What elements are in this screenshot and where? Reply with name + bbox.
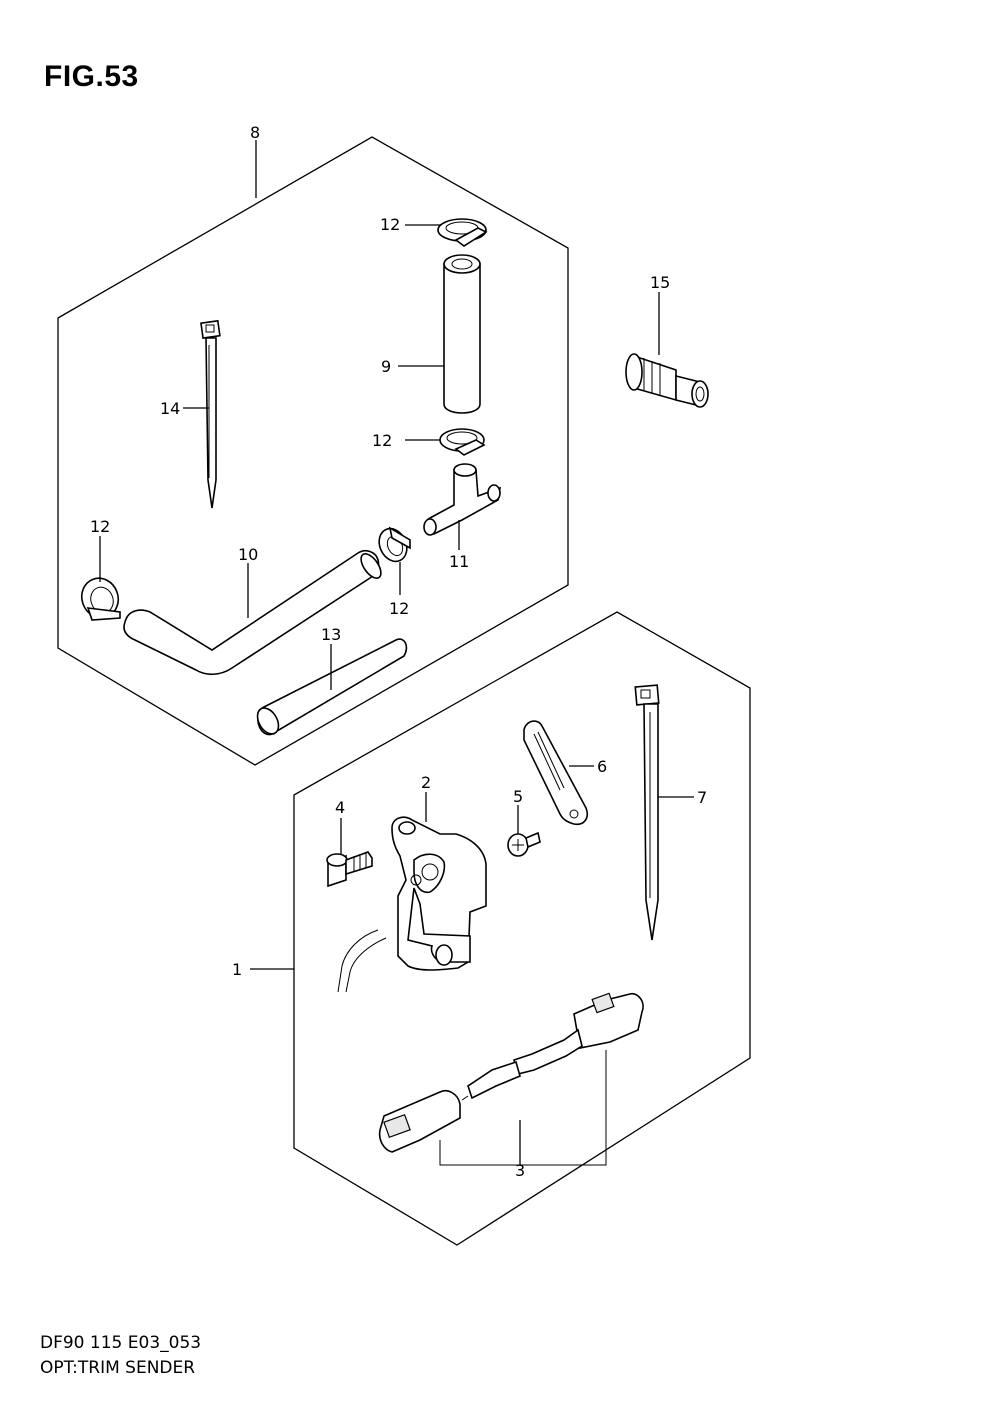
- callout-3: 3: [515, 1161, 525, 1180]
- vertical-hose-part-9[interactable]: [443, 254, 481, 414]
- trim-sender-part-2[interactable]: [337, 816, 487, 993]
- hose-clamp-part-12-middle[interactable]: [439, 428, 486, 456]
- callout-8: 8: [250, 123, 260, 142]
- hose-kit-outline: [57, 136, 569, 766]
- hose-clamp-part-12-left[interactable]: [76, 573, 124, 623]
- hose-clamp-part-12-lower[interactable]: [374, 524, 412, 566]
- callout-4: 4: [335, 798, 345, 817]
- drawing-code: DF90 115 E03_053: [40, 1333, 202, 1353]
- callout-7: 7: [697, 788, 707, 807]
- screw-part-5[interactable]: [507, 831, 541, 857]
- callout-14: 14: [160, 399, 180, 418]
- callout-12-lower: 12: [389, 599, 409, 618]
- callout-2: 2: [421, 773, 431, 792]
- cable-tie-part-14[interactable]: [200, 319, 221, 509]
- fitting-part-15[interactable]: [625, 353, 709, 408]
- callout-9: 9: [381, 357, 391, 376]
- figure-title: FIG.53: [44, 60, 139, 93]
- cable-tie-part-7[interactable]: [634, 684, 660, 941]
- trim-sender-kit-outline: [293, 611, 751, 1246]
- bolt-part-4[interactable]: [326, 851, 373, 888]
- callout-6: 6: [597, 757, 607, 776]
- callout-13: 13: [321, 625, 341, 644]
- straight-hose-part-13[interactable]: [253, 638, 408, 738]
- callout-12-top: 12: [380, 215, 400, 234]
- callout-11: 11: [449, 552, 469, 571]
- callout-10: 10: [238, 545, 258, 564]
- callout-12-left: 12: [90, 517, 110, 536]
- callout-5: 5: [513, 787, 523, 806]
- callout-15: 15: [650, 273, 670, 292]
- hose-clamp-part-12-top[interactable]: [437, 218, 488, 247]
- callout-1: 1: [232, 960, 242, 979]
- callout-numbers: 8 12 9 12 14 15 12 10 11 12 13 6 7 2 4 5…: [90, 123, 707, 1180]
- wiring-harness-part-3[interactable]: [378, 992, 644, 1166]
- callout-12-middle: 12: [372, 431, 392, 450]
- leader-lines: [99, 140, 694, 1165]
- bent-hose-part-10[interactable]: [123, 550, 385, 676]
- figure-caption: OPT:TRIM SENDER: [40, 1358, 196, 1378]
- t-joint-part-11[interactable]: [423, 463, 502, 536]
- bracket-strap-part-6[interactable]: [523, 720, 589, 826]
